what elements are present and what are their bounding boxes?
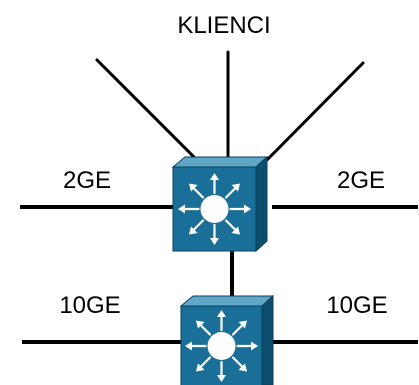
lower-switch-icon [179,294,275,385]
client-links [95,50,365,167]
client-link-right [260,61,365,167]
lower-link-right-label: 10GE [326,292,387,319]
lower-link-left-label: 10GE [59,292,120,319]
upper-link-left-label: 2GE [63,167,111,194]
trunk-links [20,205,418,344]
upper-link-right-label: 2GE [337,167,385,194]
client-link-left [95,58,204,167]
upper-switch-icon [171,155,269,253]
clients-label: KLIENCI [177,12,270,39]
